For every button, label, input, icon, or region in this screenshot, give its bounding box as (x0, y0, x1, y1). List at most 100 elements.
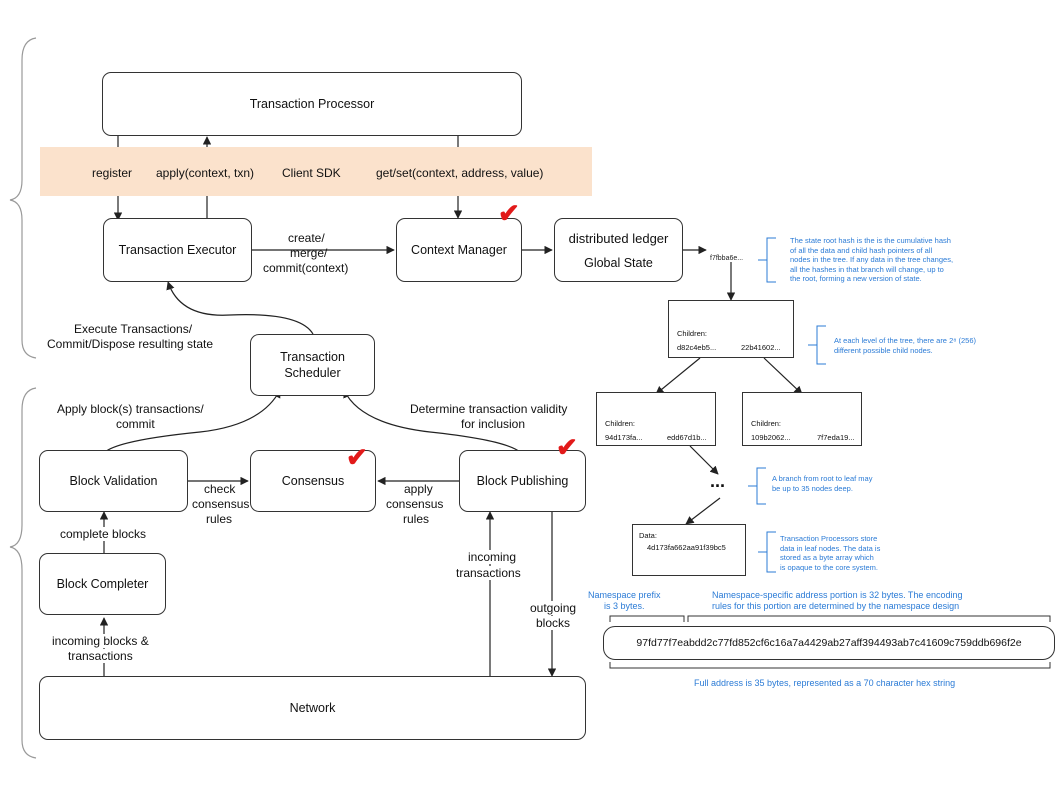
transaction-processor-box: Transaction Processor (102, 72, 522, 136)
arrow-tree-left (655, 357, 701, 395)
arrow-tree-leaf (685, 497, 721, 525)
block-publishing-box: Block Publishing (459, 450, 586, 512)
note-line: different possible child nodes. (834, 345, 933, 355)
execute-label-1: Execute Transactions/ (74, 322, 193, 336)
context-manager-box: Context Manager (396, 218, 522, 282)
child-hash: 109b2062... (751, 433, 791, 442)
tree-leaf-node: Data: 4d173fa662aa91f39bc5 (632, 524, 746, 576)
merge-label: merge/ (290, 246, 328, 260)
block-validation-label: Block Validation (69, 474, 158, 488)
network-label: Network (289, 701, 336, 715)
bracket-full (609, 662, 1051, 669)
apply-rules-label-3: rules (403, 512, 430, 526)
note-line: The state root hash is the is the cumula… (790, 236, 951, 245)
context-manager-label: Context Manager (411, 243, 507, 257)
note-line: is 3 bytes. (604, 601, 645, 611)
children-label: Children: (751, 419, 782, 428)
outgoing-label-1: outgoing (530, 601, 577, 615)
child-hash: 22b41602... (741, 343, 781, 352)
apply-rules-label-2: consensus (386, 497, 444, 511)
note-line: the root, forming a new version of state… (790, 274, 922, 283)
note-root-hash: The state root hash is the is the cumula… (790, 236, 953, 284)
child-hash: 94d173fa... (605, 433, 643, 442)
note-branch: A branch from root to leaf may be up to … (772, 474, 872, 493)
register-label: register (92, 166, 133, 180)
bracket-prefix (609, 615, 685, 622)
check-rules-label-2: consensus (192, 497, 250, 511)
arrow-execute (166, 281, 314, 335)
bracket-level (808, 325, 826, 365)
namespace-prefix-note: Namespace prefix is 3 bytes. (588, 590, 661, 612)
bracket-branch (748, 467, 766, 505)
consensus-box: Consensus (250, 450, 376, 512)
tree-ellipsis: ... (710, 471, 726, 491)
child-hash: d82c4eb5... (677, 343, 717, 352)
arrow-determine (343, 389, 521, 453)
network-box: Network (39, 676, 586, 740)
incoming-tx-label-1: incoming (468, 550, 517, 564)
ledger-subtitle: Global State (584, 255, 653, 270)
child-hash: 7f7eda19... (817, 433, 855, 442)
client-sdk-band (40, 147, 592, 196)
note-line: Transaction Processors store (780, 534, 878, 543)
brace-top (9, 37, 37, 359)
determine-label-1: Determine transaction validity (410, 402, 568, 416)
note-line: is opaque to the core system. (780, 562, 878, 572)
transaction-scheduler-box: Transaction Scheduler (250, 334, 375, 396)
complete-blocks-label: complete blocks (58, 527, 149, 541)
tree-node-right: Children: 109b2062... 7f7eda19... (742, 392, 862, 446)
data-value: 4d173fa662aa91f39bc5 (647, 543, 726, 552)
note-line: rules for this portion are determined by… (712, 601, 960, 611)
arrow-tree-branch (689, 445, 719, 475)
consensus-label: Consensus (281, 474, 345, 488)
note-tree-level: At each level of the tree, there are 2⁸ … (834, 336, 976, 355)
block-completer-box: Block Completer (39, 553, 166, 615)
note-line: At each level of the tree, there are 2⁸ … (834, 336, 976, 345)
note-leaf: Transaction Processors store data in lea… (780, 534, 880, 572)
block-completer-label: Block Completer (56, 577, 149, 591)
check-rules-label-1: check (204, 482, 236, 496)
brace-bottom (9, 387, 37, 759)
bracket-root (758, 237, 776, 283)
apply-block-label-2: commit (116, 417, 155, 431)
check-mark-icon: ✔ (498, 198, 520, 228)
scheduler-label-1: Transaction (280, 350, 345, 364)
outgoing-label-2: blocks (536, 616, 571, 630)
commit-context-label: commit(context) (263, 261, 349, 275)
full-address-box: 97fd77f7eabdd2c77fd852cf6c16a7a4429ab27a… (603, 626, 1055, 660)
children-label: Children: (677, 329, 708, 338)
client-sdk-label: Client SDK (282, 166, 341, 180)
apply-label: apply(context, txn) (156, 166, 255, 180)
arrow-apply-block (104, 389, 281, 453)
note-line: stored as a byte array which (780, 553, 874, 562)
data-label: Data: (639, 531, 657, 540)
distributed-ledger-box: distributed ledger Global State (554, 218, 683, 282)
check-rules-label-3: rules (206, 512, 233, 526)
namespace-specific-note: Namespace-specific address portion is 32… (712, 590, 984, 612)
bracket-leaf (758, 531, 776, 573)
child-hash: edd67d1b... (667, 433, 707, 442)
check-mark-icon: ✔ (346, 442, 368, 472)
note-line: Namespace prefix (588, 590, 661, 600)
note-line: A branch from root to leaf may (772, 474, 873, 483)
full-address-note: Full address is 35 bytes, represented as… (694, 678, 956, 688)
note-line: Namespace-specific address portion is 32… (712, 590, 963, 600)
note-line: be up to 35 nodes deep. (772, 483, 853, 493)
children-label: Children: (605, 419, 636, 428)
check-mark-icon: ✔ (556, 432, 578, 462)
execute-label-2: Commit/Dispose resulting state (47, 337, 214, 351)
root-hash: f7fbba6e... (710, 255, 744, 262)
ledger-title: distributed ledger (568, 230, 669, 246)
getset-label: get/set(context, address, value) (376, 166, 544, 180)
block-publishing-label: Block Publishing (476, 474, 569, 488)
incoming-tx-label-2: transactions (456, 566, 521, 580)
apply-block-label-1: Apply block(s) transactions/ (57, 402, 204, 416)
bracket-specific (687, 615, 1051, 622)
create-label: create/ (288, 231, 325, 245)
note-line: nodes in the tree. If any data in the tr… (790, 255, 954, 264)
note-line: data in leaf nodes. The data is (780, 543, 881, 553)
scheduler-label-2: Scheduler (284, 366, 341, 380)
transaction-processor-label: Transaction Processor (249, 97, 375, 111)
transaction-executor-box: Transaction Executor (103, 218, 252, 282)
